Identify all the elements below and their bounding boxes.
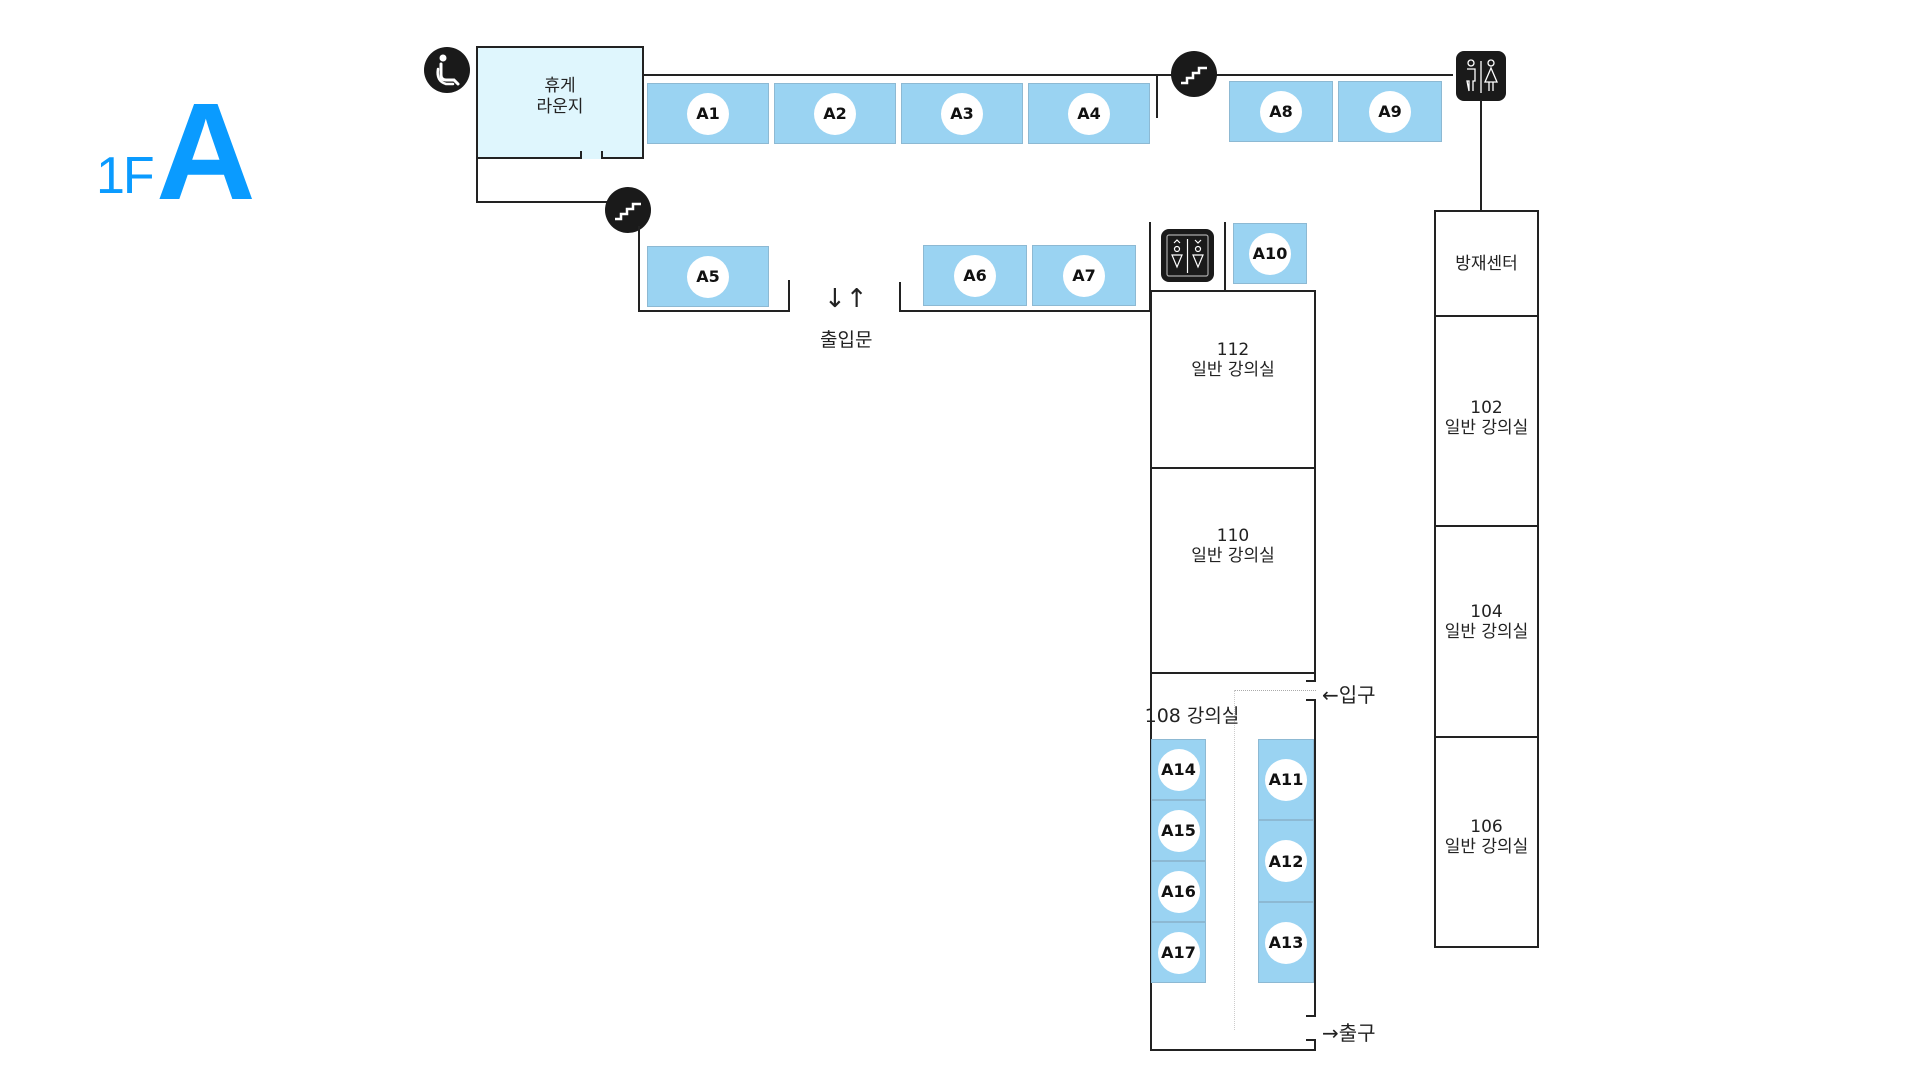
wall	[1480, 100, 1482, 211]
wall	[476, 157, 582, 159]
booth-a10[interactable]: A10	[1233, 223, 1307, 284]
booth-a9[interactable]: A9	[1338, 81, 1442, 142]
booth-label: A8	[1260, 90, 1302, 133]
booth-label: A4	[1068, 92, 1110, 135]
booth-a8[interactable]: A8	[1229, 81, 1333, 142]
stairs-icon	[1171, 51, 1217, 97]
wall	[899, 310, 1151, 312]
room-number: 102	[1470, 398, 1503, 418]
booth-label: A14	[1157, 748, 1200, 791]
room-name: 방재센터	[1455, 253, 1518, 274]
wall	[1314, 699, 1316, 1017]
booth-label: A13	[1265, 921, 1307, 964]
wall	[1306, 680, 1316, 682]
room-name: 일반 강의실	[1444, 837, 1529, 857]
booth-a17[interactable]: A17	[1151, 922, 1206, 983]
booth-label: A16	[1157, 870, 1200, 913]
wall	[1306, 1015, 1316, 1017]
booth-label: A15	[1157, 809, 1200, 852]
room-name: 일반 강의실	[1191, 545, 1275, 566]
wall	[1149, 222, 1151, 312]
room-112[interactable]: 112 일반 강의실	[1150, 290, 1316, 469]
wall	[1306, 1039, 1316, 1041]
room-108-entry-label[interactable]: ←입구	[1322, 683, 1376, 707]
booth-a12[interactable]: A12	[1258, 820, 1314, 902]
wall	[638, 310, 790, 312]
wall	[1156, 74, 1158, 118]
disaster-prevention-center[interactable]: 방재센터	[1434, 210, 1539, 317]
booth-a15[interactable]: A15	[1151, 800, 1206, 861]
wall	[1306, 699, 1316, 701]
booth-label: A12	[1265, 840, 1307, 882]
lounge-label-line1: 휴게	[544, 75, 576, 96]
room-106[interactable]: 106 일반 강의실	[1434, 736, 1539, 948]
booth-label: A17	[1157, 931, 1200, 974]
wall	[788, 280, 790, 312]
path-line	[1234, 690, 1235, 1030]
wall	[601, 151, 603, 159]
wall	[638, 226, 640, 312]
path-line	[1234, 690, 1316, 691]
booth-a11[interactable]: A11	[1258, 739, 1314, 820]
booth-label: A1	[687, 92, 729, 135]
entrance-arrows-icon: ↓↑	[824, 284, 868, 314]
room-102[interactable]: 102 일반 강의실	[1434, 315, 1539, 527]
booth-label: A9	[1369, 90, 1411, 133]
booth-label: A7	[1063, 254, 1105, 297]
room-number: 112	[1216, 339, 1250, 360]
wall	[580, 151, 582, 159]
wall	[476, 201, 610, 203]
booth-a2[interactable]: A2	[774, 83, 896, 144]
room-104[interactable]: 104 일반 강의실	[1434, 525, 1539, 738]
wall	[1224, 222, 1226, 292]
wall	[1314, 672, 1316, 682]
zone-label: A	[156, 75, 256, 229]
room-108-exit-label[interactable]: →출구	[1322, 1021, 1376, 1045]
booth-a13[interactable]: A13	[1258, 902, 1314, 983]
elevator-icon	[1161, 229, 1214, 282]
booth-label: A10	[1249, 232, 1291, 275]
stairs-icon	[605, 187, 651, 233]
booth-a7[interactable]: A7	[1032, 245, 1136, 306]
wall	[643, 74, 1453, 76]
wall	[1314, 1039, 1316, 1051]
floor-label: 1F	[96, 147, 155, 205]
room-number: 110	[1216, 525, 1250, 546]
room-name: 일반 강의실	[1191, 359, 1275, 380]
room-name: 108 강의실	[1144, 705, 1240, 727]
booth-a16[interactable]: A16	[1151, 861, 1206, 922]
booth-a1[interactable]: A1	[647, 83, 769, 144]
wall	[899, 282, 901, 312]
wall	[601, 157, 644, 159]
rest-lounge[interactable]: 휴게 라운지	[476, 46, 644, 159]
booth-a6[interactable]: A6	[923, 245, 1027, 306]
room-number: 104	[1470, 601, 1503, 622]
room-name: 일반 강의실	[1444, 621, 1529, 642]
main-entrance-label[interactable]: 출입문	[820, 329, 873, 351]
booth-a5[interactable]: A5	[647, 246, 769, 307]
booth-label: A5	[687, 255, 729, 298]
room-110[interactable]: 110 일반 강의실	[1150, 467, 1316, 674]
booth-label: A2	[814, 92, 856, 135]
wall	[476, 157, 478, 203]
accessible-wheelchair-icon	[424, 47, 470, 93]
booth-label: A11	[1265, 758, 1307, 801]
lounge-label-line2: 라운지	[536, 96, 584, 117]
booth-label: A3	[941, 92, 983, 135]
booth-a3[interactable]: A3	[901, 83, 1023, 144]
room-number: 106	[1470, 817, 1503, 837]
booth-label: A6	[954, 254, 996, 297]
room-name: 일반 강의실	[1444, 418, 1529, 438]
booth-a14[interactable]: A14	[1151, 739, 1206, 800]
restroom-icon	[1456, 51, 1506, 101]
booth-a4[interactable]: A4	[1028, 83, 1150, 144]
